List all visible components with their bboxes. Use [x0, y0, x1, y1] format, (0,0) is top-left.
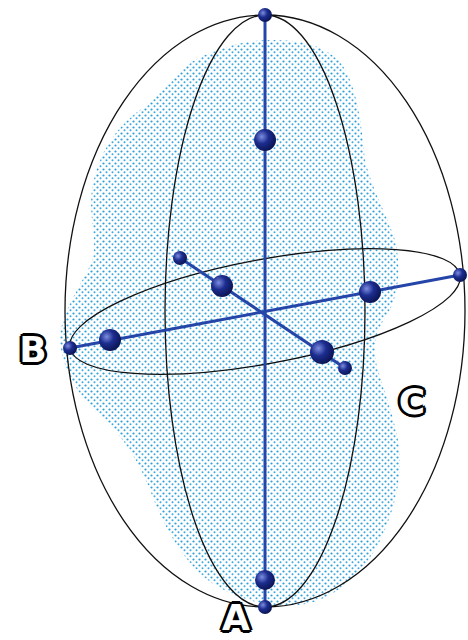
- axis-line: [70, 275, 460, 348]
- axis-line: [180, 258, 345, 368]
- surface-sphere: [359, 281, 381, 303]
- point-cloud-shape: [60, 40, 400, 606]
- surface-sphere: [310, 340, 334, 364]
- axis-end-sphere: [173, 251, 187, 265]
- axis-label: C: [399, 384, 425, 420]
- axis-label: B: [19, 332, 46, 368]
- axis-end-sphere: [453, 268, 467, 282]
- axis-end-sphere: [258, 600, 272, 614]
- surface-sphere: [254, 129, 276, 151]
- surface-sphere: [99, 329, 121, 351]
- axis-label: A: [222, 600, 250, 636]
- axis-end-sphere: [338, 361, 352, 375]
- axis-end-sphere: [258, 8, 272, 22]
- surface-sphere: [211, 275, 233, 297]
- axis-end-sphere: [63, 341, 77, 355]
- meridian-ellipse: [65, 15, 465, 607]
- surface-sphere: [255, 570, 275, 590]
